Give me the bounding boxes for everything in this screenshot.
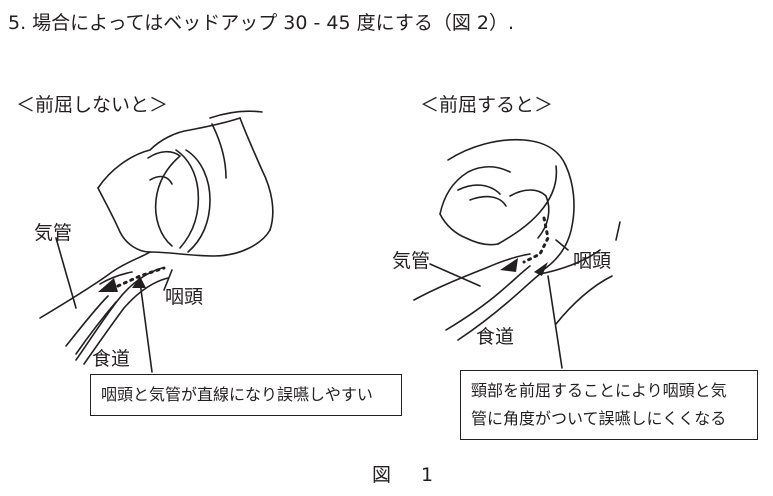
left-trachea-label: 気管 xyxy=(34,222,73,244)
left-note-box: 咽頭と気管が直線になり誤嚥しやすい xyxy=(90,374,402,416)
right-panel-title: ＜前屈すると＞ xyxy=(420,94,554,116)
right-pharynx-label: 咽頭 xyxy=(573,250,612,272)
right-trachea-label: 気管 xyxy=(392,250,431,272)
right-note-line-1: 頸部を前屈することにより咽頭と気 xyxy=(471,381,727,400)
left-head-figure xyxy=(39,110,274,365)
left-note-text: 咽頭と気管が直線になり誤嚥しやすい xyxy=(101,385,373,404)
figure-caption: 図 1 xyxy=(372,464,446,486)
right-note-box: 頸部を前屈することにより咽頭と気 管に角度がついて誤嚥しにくくなる xyxy=(460,370,758,440)
right-airflow-arrow xyxy=(429,216,569,369)
left-airflow-arrow xyxy=(55,237,173,373)
left-panel-title: ＜前屈しないと＞ xyxy=(16,94,169,116)
right-head-figure xyxy=(413,138,621,341)
left-pharynx-label: 咽頭 xyxy=(165,286,204,308)
left-esophagus-label: 食道 xyxy=(92,348,131,370)
heading: 5. 場合によってはベッドアップ 30 - 45 度にする（図 2）. xyxy=(8,12,514,34)
right-note-line-2: 管に角度がついて誤嚥しにくくなる xyxy=(471,409,727,428)
right-esophagus-label: 食道 xyxy=(476,326,515,348)
